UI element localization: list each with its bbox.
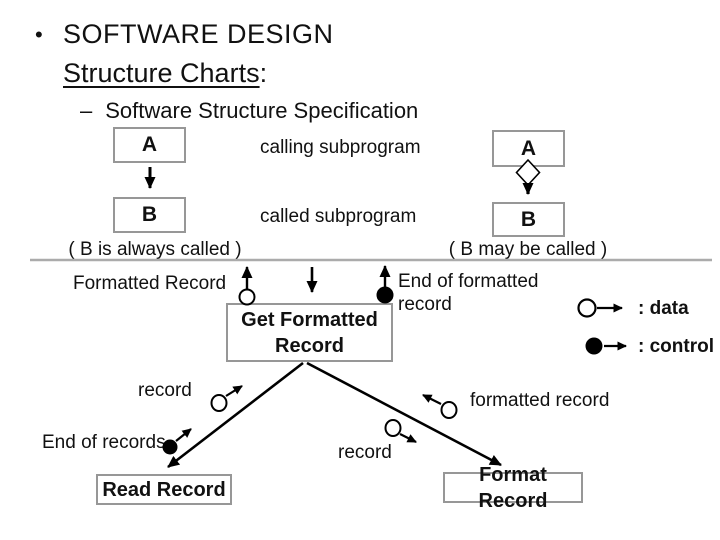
box-b-left: B: [113, 197, 186, 233]
call-line-to-read-record: [167, 361, 304, 469]
subtitle-underlined-text: Structure Charts: [63, 58, 260, 88]
box-a-right: A: [492, 130, 565, 167]
called-subprogram-label: called subprogram: [260, 206, 417, 227]
data-arrow-formatted-record-icon: [238, 266, 256, 306]
section-text: Software Structure Specification: [105, 98, 419, 123]
control-arrow-end-of-formatted-icon: [376, 265, 394, 304]
box-a-right-label: A: [520, 136, 537, 160]
formatted-record-label: Formatted Record: [73, 273, 227, 294]
get-formatted-record-line2: Record: [275, 334, 344, 357]
box-b-right-label: B: [520, 207, 537, 231]
get-formatted-record-box: Get Formatted Record: [226, 303, 393, 362]
box-b-left-label: B: [141, 203, 158, 226]
box-a-left-label: A: [141, 133, 158, 156]
legend-control-label: : control: [638, 336, 714, 357]
end-of-formatted-line1: End of formatted: [398, 271, 539, 292]
legend-data-icon: [577, 298, 623, 318]
box-a-left: A: [113, 127, 186, 163]
subtitle: Structure Charts:: [63, 58, 267, 89]
legend-control-icon: [585, 337, 627, 355]
control-arrow-end-of-records-icon: [162, 428, 192, 455]
formatted-record-right-label: formatted record: [470, 390, 610, 411]
get-formatted-record-line1: Get Formatted: [241, 308, 378, 331]
page-title: SOFTWARE DESIGN: [63, 19, 334, 49]
box-b-right: B: [492, 202, 565, 237]
end-of-records-label: End of records: [42, 432, 166, 453]
section-dash: –: [80, 98, 93, 123]
record-right-label: record: [338, 442, 392, 463]
record-left-label: record: [138, 380, 192, 401]
bullet-icon: •: [35, 22, 43, 47]
data-arrow-record-left-icon: [210, 385, 243, 412]
legend-data-label: : data: [638, 298, 689, 319]
calling-subprogram-label: calling subprogram: [260, 137, 421, 158]
caption-may-be-called: ( B may be called ): [448, 239, 608, 260]
section-heading: – Software Structure Specification: [80, 98, 418, 124]
read-record-box: Read Record: [96, 474, 232, 505]
format-record-label: Format Record: [478, 463, 548, 512]
subtitle-colon: :: [259, 58, 268, 88]
format-record-box: Format Record: [443, 464, 583, 512]
data-arrow-formatted-record-right-icon: [422, 394, 458, 419]
caption-always-called: ( B is always called ): [68, 239, 242, 260]
call-line-to-format-record: [306, 361, 502, 467]
read-record-label: Read Record: [102, 478, 226, 501]
data-arrow-record-right-icon: [384, 419, 417, 443]
end-of-formatted-record-label: End of formatted record: [398, 271, 538, 317]
end-of-formatted-line2: record: [398, 293, 452, 315]
